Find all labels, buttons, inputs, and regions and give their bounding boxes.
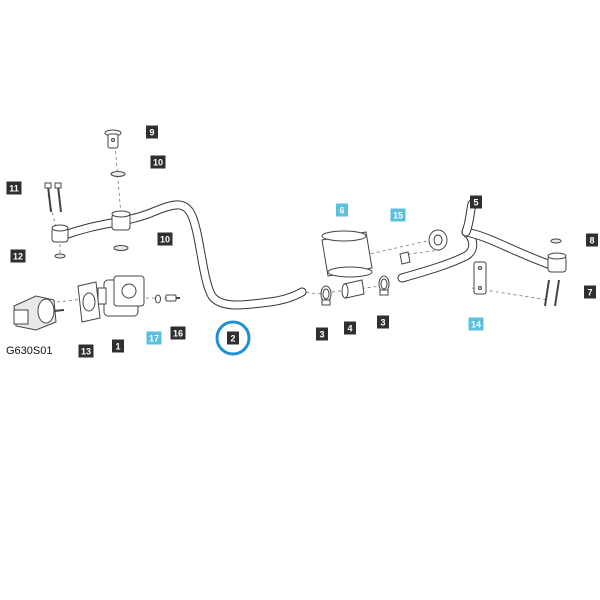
clip-15 <box>399 251 411 265</box>
tube-part-5 <box>397 199 567 283</box>
upper-banjo-fitting <box>110 171 131 251</box>
callout-13[interactable]: 13 <box>78 344 94 358</box>
focus-ring <box>215 320 251 356</box>
left-banjo-fitting <box>51 224 69 259</box>
callout-box <box>10 249 26 263</box>
callout-box <box>146 125 158 139</box>
callout-10b[interactable]: 10 <box>157 232 173 246</box>
callout-label: 3 <box>319 330 324 340</box>
banjo-bolt-9 <box>104 129 122 149</box>
callout-box <box>157 232 173 246</box>
callout-box <box>470 195 482 209</box>
callout-label: 7 <box>587 288 592 298</box>
bolts-11 <box>44 182 62 213</box>
clamp-3-left <box>320 285 332 306</box>
callout-label: 9 <box>149 128 154 138</box>
callout-label: 11 <box>9 184 19 194</box>
hydraulic-pump-1 <box>97 275 145 317</box>
callout-label: 5 <box>473 198 478 208</box>
callout-label: 14 <box>471 320 481 330</box>
bracket-14 <box>473 261 487 295</box>
callout-6[interactable]: 6 <box>336 203 348 217</box>
callout-label: 16 <box>173 329 183 339</box>
callout-box <box>146 331 162 345</box>
callout-box <box>344 321 356 335</box>
callout-box <box>150 155 166 169</box>
callout-label: 3 <box>380 318 385 328</box>
callout-5[interactable]: 5 <box>470 195 482 209</box>
oring-17 <box>155 294 161 304</box>
callout-box <box>227 331 239 345</box>
callout-box <box>6 181 22 195</box>
callout-9[interactable]: 9 <box>146 125 158 139</box>
callout-17[interactable]: 17 <box>146 331 162 345</box>
callout-box <box>586 233 598 247</box>
callout-label: 13 <box>81 347 91 357</box>
callout-1[interactable]: 1 <box>112 339 124 353</box>
callout-label: 4 <box>347 324 352 334</box>
callout-label: 1 <box>115 342 120 352</box>
callout-label: 15 <box>393 211 403 221</box>
bolt-16 <box>165 294 180 302</box>
hose-4 <box>341 279 365 299</box>
clamp-3-right <box>378 275 390 296</box>
callout-box <box>78 344 94 358</box>
callout-15[interactable]: 15 <box>390 208 406 222</box>
washer-8 <box>550 238 562 244</box>
callout-3b[interactable]: 3 <box>377 315 389 329</box>
diagram-ref-label: G630S01 <box>6 345 52 357</box>
callout-box <box>316 327 328 341</box>
callout-label: 10 <box>153 158 163 168</box>
callout-box <box>170 326 186 340</box>
callout-11[interactable]: 11 <box>6 181 22 195</box>
callout-label: 17 <box>149 334 159 344</box>
callout-label: 6 <box>339 206 344 216</box>
callout-3a[interactable]: 3 <box>316 327 328 341</box>
callout-2[interactable]: 2 <box>227 331 239 345</box>
callout-12[interactable]: 12 <box>10 249 26 263</box>
bolts-7 <box>544 279 560 307</box>
callout-label: 2 <box>230 334 235 344</box>
tube-part-2 <box>57 200 307 310</box>
callout-box <box>377 315 389 329</box>
motor-unit <box>13 295 65 331</box>
callout-16[interactable]: 16 <box>170 326 186 340</box>
callout-7[interactable]: 7 <box>584 285 596 299</box>
callout-box <box>584 285 596 299</box>
callout-10a[interactable]: 10 <box>150 155 166 169</box>
callout-label: 12 <box>13 252 23 262</box>
callout-box <box>336 203 348 217</box>
gasket-13 <box>77 281 101 323</box>
callout-box <box>112 339 124 353</box>
callout-label: 10 <box>160 235 170 245</box>
callout-8[interactable]: 8 <box>586 233 598 247</box>
filter-6 <box>321 230 373 278</box>
callout-box <box>468 317 484 331</box>
callout-14[interactable]: 14 <box>468 317 484 331</box>
callout-box <box>390 208 406 222</box>
callout-4[interactable]: 4 <box>344 321 356 335</box>
callout-label: 8 <box>589 236 594 246</box>
